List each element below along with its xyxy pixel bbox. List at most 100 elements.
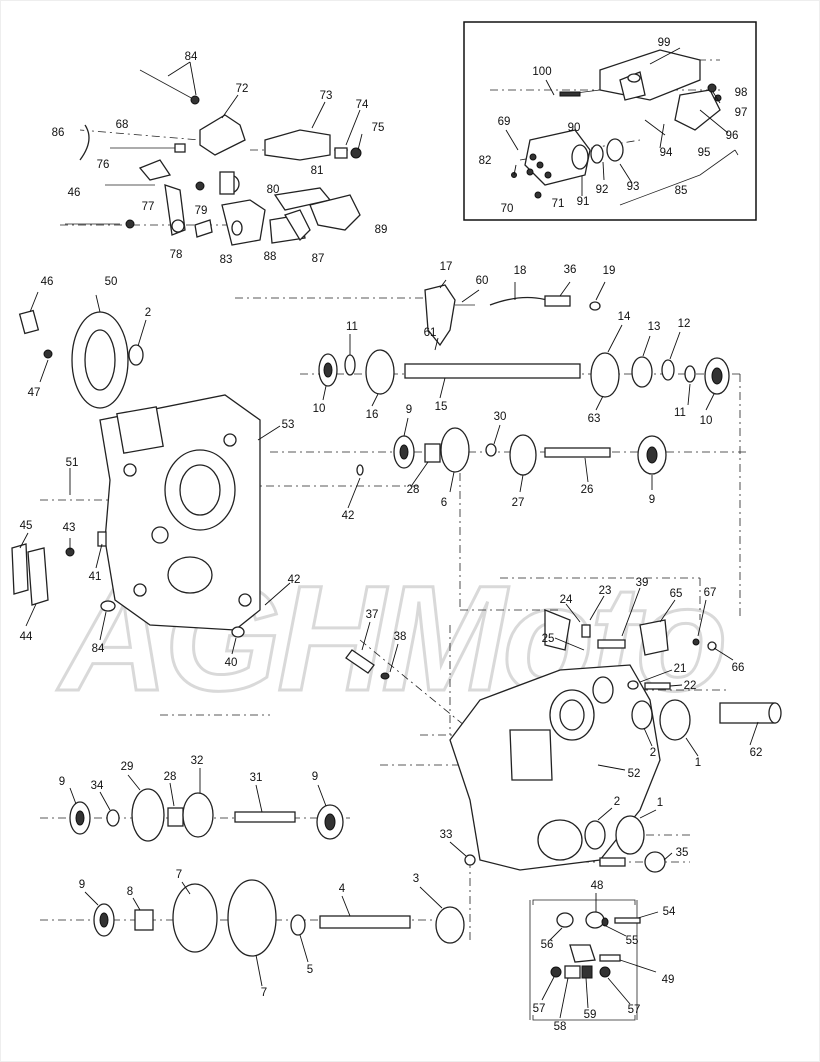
- callout-label-96: 96: [726, 130, 739, 142]
- callout-label-28b: 28: [164, 771, 177, 783]
- callout-label-69: 69: [498, 116, 511, 128]
- callout-label-11b: 11: [674, 407, 686, 419]
- lower-gear-row-1: [69, 788, 344, 842]
- callout-label-83: 83: [220, 254, 233, 266]
- callout-label-7b: 7: [261, 987, 267, 999]
- callout-label-68: 68: [116, 119, 129, 131]
- callout-label-84b: 84: [92, 643, 105, 655]
- callout-label-1b: 1: [657, 797, 663, 809]
- callout-label-42a: 42: [342, 510, 355, 522]
- callout-label-24: 24: [560, 594, 573, 606]
- lower-gear-row-2: [93, 879, 465, 957]
- callout-label-97: 97: [735, 107, 748, 119]
- callout-label-6: 6: [441, 497, 447, 509]
- callout-label-67: 67: [704, 587, 717, 599]
- callout-label-4: 4: [339, 883, 346, 895]
- callout-label-92: 92: [596, 184, 609, 196]
- callout-label-98: 98: [735, 87, 748, 99]
- callout-label-33: 33: [440, 829, 453, 841]
- callout-label-30: 30: [494, 411, 507, 423]
- callout-label-44: 44: [20, 631, 33, 643]
- callout-label-99: 99: [658, 37, 671, 49]
- callout-label-72: 72: [236, 83, 249, 95]
- shifter-cam-assembly: [511, 49, 739, 206]
- callout-label-89: 89: [375, 224, 388, 236]
- callout-label-73: 73: [320, 90, 333, 102]
- callout-label-37: 37: [366, 609, 379, 621]
- callout-label-93: 93: [627, 181, 640, 193]
- callout-label-43: 43: [63, 522, 76, 534]
- callout-label-57a: 57: [533, 1003, 546, 1015]
- callout-label-9d: 9: [312, 771, 318, 783]
- callout-label-66: 66: [732, 662, 745, 674]
- callout-label-8: 8: [127, 886, 133, 898]
- callout-label-7a: 7: [176, 869, 182, 881]
- callout-label-79: 79: [195, 205, 208, 217]
- callout-label-34: 34: [91, 780, 104, 792]
- callout-label-76: 76: [97, 159, 110, 171]
- callout-label-81: 81: [311, 165, 324, 177]
- callout-label-42b: 42: [288, 574, 301, 586]
- callout-label-45: 45: [20, 520, 33, 532]
- callout-label-29: 29: [121, 761, 134, 773]
- callout-label-5: 5: [307, 964, 313, 976]
- callout-label-31: 31: [250, 772, 263, 784]
- callout-label-65: 65: [670, 588, 683, 600]
- callout-label-9b: 9: [649, 494, 655, 506]
- callout-label-13: 13: [648, 321, 661, 333]
- callout-label-77: 77: [142, 201, 155, 213]
- callout-label-82: 82: [479, 155, 492, 167]
- callout-label-3: 3: [413, 873, 419, 885]
- callout-label-21: 21: [674, 663, 687, 675]
- callout-label-78: 78: [170, 249, 183, 261]
- transmission-case: [449, 609, 782, 873]
- shifter-linkage-assembly: [65, 69, 362, 246]
- kicker-parts: [345, 649, 390, 680]
- callout-label-51: 51: [66, 457, 79, 469]
- callout-label-88: 88: [264, 251, 277, 263]
- callout-label-22: 22: [684, 680, 697, 692]
- callout-label-26: 26: [581, 484, 594, 496]
- callout-label-74: 74: [356, 99, 369, 111]
- callout-label-35: 35: [676, 847, 689, 859]
- callout-label-46b: 46: [41, 276, 54, 288]
- callout-label-2a: 2: [145, 307, 151, 319]
- callout-label-87: 87: [312, 253, 325, 265]
- callout-label-32: 32: [191, 755, 204, 767]
- callout-label-12: 12: [678, 318, 691, 330]
- mainshaft-row: [318, 284, 730, 398]
- callout-label-28a: 28: [407, 484, 420, 496]
- callout-label-41: 41: [89, 571, 102, 583]
- callout-label-86: 86: [52, 127, 65, 139]
- callout-label-52: 52: [628, 768, 641, 780]
- callout-label-48: 48: [591, 880, 604, 892]
- callout-label-46a: 46: [68, 187, 81, 199]
- callout-label-9a: 9: [406, 404, 412, 416]
- countershaft-row: [393, 427, 667, 476]
- callout-label-62: 62: [750, 747, 763, 759]
- callout-label-54: 54: [663, 906, 676, 918]
- callout-label-47: 47: [28, 387, 41, 399]
- callout-label-2b: 2: [650, 747, 656, 759]
- callout-label-91: 91: [577, 196, 590, 208]
- callout-label-58: 58: [554, 1021, 567, 1033]
- callout-label-50: 50: [105, 276, 118, 288]
- callout-label-27: 27: [512, 497, 525, 509]
- callout-label-100: 100: [532, 66, 551, 78]
- callout-label-10a: 10: [313, 403, 326, 415]
- callout-label-25: 25: [542, 633, 555, 645]
- callout-label-84a: 84: [185, 51, 198, 63]
- callout-label-9c: 9: [59, 776, 65, 788]
- callout-label-14: 14: [618, 311, 631, 323]
- callout-label-1a: 1: [695, 757, 701, 769]
- callout-label-49: 49: [662, 974, 675, 986]
- callout-label-16: 16: [366, 409, 379, 421]
- callout-label-39: 39: [636, 577, 649, 589]
- callout-label-71: 71: [552, 198, 565, 210]
- callout-label-60: 60: [476, 275, 489, 287]
- callout-label-80: 80: [267, 184, 280, 196]
- callout-label-18: 18: [514, 265, 527, 277]
- callout-label-61: 61: [424, 327, 437, 339]
